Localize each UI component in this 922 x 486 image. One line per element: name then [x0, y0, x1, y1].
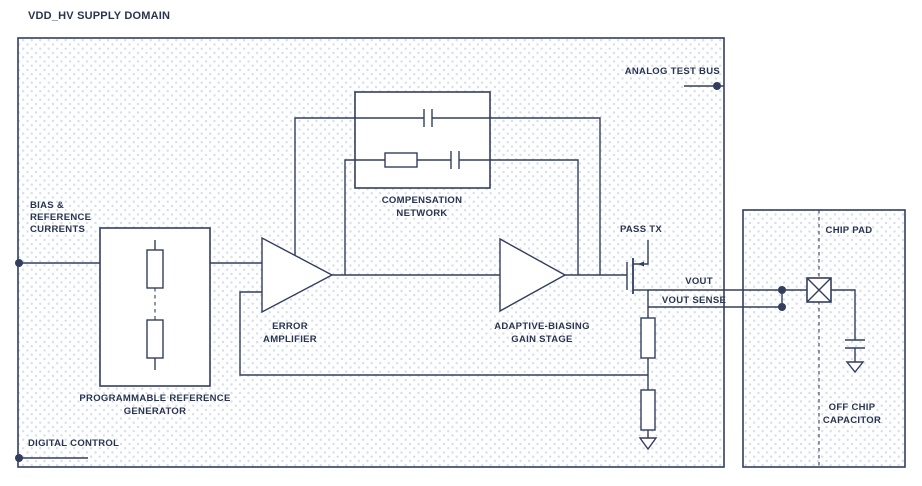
- off-chip-capacitor-label-line1: OFF CHIP: [829, 402, 876, 413]
- resistor-icon: [384, 152, 418, 168]
- resistor-icon: [640, 389, 656, 431]
- resistor-icon: [146, 249, 164, 289]
- wires: [210, 117, 856, 438]
- bias-label-line1: BIAS &: [30, 200, 64, 211]
- terminal-dot: [15, 259, 23, 267]
- digital-control-input: DIGITAL CONTROL: [15, 438, 119, 462]
- compensation-network-box: [354, 91, 491, 189]
- chip-pad-cross: [806, 277, 832, 303]
- page-title: VDD_HV SUPPLY DOMAIN: [28, 10, 170, 22]
- gain-stage-block: ADAPTIVE-BIASING GAIN STAGE: [494, 237, 590, 345]
- gain-stage-label-line2: GAIN STAGE: [511, 334, 572, 345]
- error-amplifier-label-line2: AMPLIFIER: [263, 334, 317, 345]
- terminal-dot: [778, 303, 786, 311]
- compensation-label-line2: NETWORK: [396, 208, 447, 219]
- mosfet-icon: [626, 240, 649, 294]
- gain-stage-triangle: [499, 237, 567, 313]
- analog-test-bus: ANALOG TEST BUS: [625, 66, 724, 90]
- terminal-dot: [15, 454, 23, 462]
- feedback-divider: [638, 317, 658, 451]
- mosfet-arrow: [638, 261, 644, 267]
- compensation-right-bottom-wire: [490, 159, 579, 275]
- gain-stage-label-line1: ADAPTIVE-BIASING: [494, 321, 590, 332]
- error-amplifier-label-line1: ERROR: [272, 321, 308, 332]
- reference-generator-block: PROGRAMMABLE REFERENCE GENERATOR: [79, 227, 230, 417]
- resistor-icon: [640, 317, 656, 359]
- digital-control-label: DIGITAL CONTROL: [28, 438, 119, 449]
- reference-generator-label-line2: GENERATOR: [124, 406, 187, 417]
- chip-pad-label: CHIP PAD: [826, 225, 873, 236]
- ground-icon: [845, 361, 865, 374]
- compensation-left-bottom-wire: [344, 159, 355, 275]
- error-amplifier-block: ERROR AMPLIFIER: [261, 236, 334, 345]
- chip-pad-block: CHIP PAD OFF CHIP CAPACITOR: [806, 225, 881, 426]
- compensation-network-block: COMPENSATION NETWORK: [354, 91, 491, 219]
- pad-to-cap-wire: [831, 289, 856, 340]
- compensation-left-top-wire: [294, 117, 355, 256]
- resistor-icon: [146, 319, 164, 359]
- error-amplifier-triangle: [261, 236, 334, 314]
- ground-icon: [638, 437, 658, 451]
- output-net: VOUT VOUT SENSE: [662, 276, 786, 311]
- terminal-dot: [713, 82, 721, 90]
- compensation-label-line1: COMPENSATION: [382, 195, 462, 206]
- vout-label: VOUT: [685, 276, 713, 287]
- vout-sense-label: VOUT SENSE: [662, 295, 726, 306]
- pass-transistor-block: PASS TX: [620, 224, 662, 294]
- chip-pad-domain-box: [742, 209, 906, 468]
- off-chip-capacitor-label-line2: CAPACITOR: [823, 415, 881, 426]
- bias-label-line3: CURRENTS: [30, 224, 85, 235]
- reference-generator-label-line1: PROGRAMMABLE REFERENCE: [79, 393, 230, 404]
- analog-test-bus-label: ANALOG TEST BUS: [625, 66, 720, 77]
- terminal-dot: [778, 286, 786, 294]
- capacitor-icon: [845, 339, 865, 349]
- feedback-wire: [239, 291, 648, 376]
- pass-transistor-label: PASS TX: [620, 224, 662, 235]
- bias-reference-input: BIAS & REFERENCE CURRENTS: [15, 200, 100, 267]
- bias-label-line2: REFERENCE: [30, 212, 91, 223]
- compensation-right-top-wire: [490, 117, 601, 275]
- chip-pad-icon: [806, 277, 832, 303]
